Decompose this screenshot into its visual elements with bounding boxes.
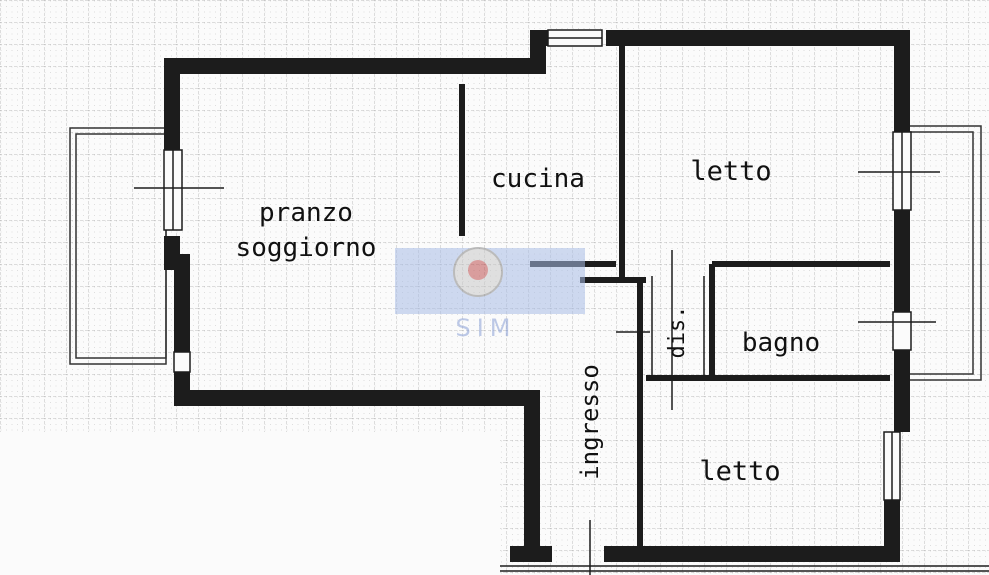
label-letto-bottom: letto (699, 456, 780, 487)
blank-area (0, 432, 500, 575)
watermark: SIM (395, 247, 585, 342)
label-dis: dis. (665, 306, 690, 359)
label-letto-top: letto (690, 156, 771, 187)
bottom-border (500, 565, 989, 572)
label-ingresso: ingresso (576, 364, 604, 480)
watermark-logo-icon (453, 247, 503, 297)
window-ticks (134, 171, 940, 323)
label-bagno: bagno (742, 328, 820, 358)
label-pranzo: pranzo (259, 198, 353, 228)
label-cucina: cucina (491, 164, 585, 194)
windows (163, 29, 912, 501)
label-soggiorno: soggiorno (236, 233, 377, 263)
watermark-text: SIM (455, 314, 516, 342)
door-lines (589, 250, 705, 575)
